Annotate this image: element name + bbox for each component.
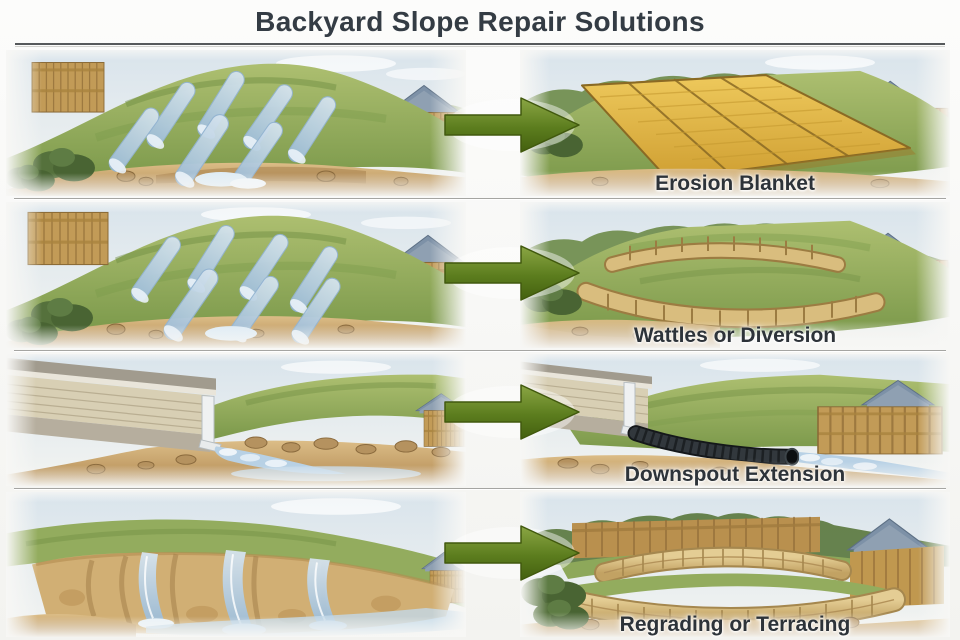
blanket-texture	[599, 85, 881, 161]
solution-label: Wattles or Diversion	[633, 324, 837, 347]
before-panel	[6, 50, 466, 196]
erosion-blanket-illustration	[520, 50, 950, 196]
grassy-slope	[6, 215, 466, 337]
downspout-extension-illustration	[520, 354, 950, 486]
solution-row-downspout-extension: Downspout Extension	[0, 351, 960, 489]
grassy-slope	[196, 374, 466, 441]
roof-eave	[520, 361, 652, 387]
after-panel	[520, 50, 950, 196]
straw-wattle-rows	[576, 236, 886, 329]
title-rule	[15, 43, 945, 47]
foundation	[6, 414, 210, 453]
fascia	[6, 369, 216, 396]
solution-label: Regrading or Terracing	[619, 613, 851, 636]
row-divider	[14, 350, 946, 351]
fascia	[520, 369, 652, 389]
house	[6, 357, 216, 453]
solution-row-regrading-or-terracing: Regrading or Terracing	[0, 489, 960, 640]
straw-wattles-illustration	[520, 202, 950, 348]
gullied-slope-illustration	[6, 492, 466, 637]
eroded-slope-illustration	[6, 50, 466, 196]
solution-label: Erosion Blanket	[655, 172, 815, 195]
before-after-arrow-icon	[444, 93, 582, 157]
header: Backyard Slope Repair Solutions	[0, 0, 960, 47]
page-title: Backyard Slope Repair Solutions	[255, 6, 705, 37]
before-panel	[6, 202, 466, 348]
solution-rows: Erosion Blanket	[0, 47, 960, 640]
solution-row-wattles-or-diversion: Wattles or Diversion	[0, 199, 960, 351]
after-panel	[520, 202, 950, 348]
eroded-slope-illustration	[6, 202, 466, 348]
before-after-arrow-icon	[444, 380, 582, 444]
before-panel	[6, 492, 466, 637]
solution-row-erosion-blanket: Erosion Blanket	[0, 47, 960, 199]
blanket-seams	[627, 76, 850, 173]
left-fence	[31, 61, 105, 113]
after-panel	[520, 354, 950, 486]
before-panel	[6, 354, 466, 486]
row-divider	[14, 488, 946, 489]
before-after-arrow-icon	[444, 521, 582, 585]
downspout-erosion-illustration	[6, 354, 466, 486]
row-divider	[14, 198, 946, 199]
solution-label: Downspout Extension	[624, 463, 846, 486]
middle-terrace-grass	[564, 573, 888, 602]
upper-retaining-wall	[594, 546, 852, 584]
roof-eave	[6, 357, 216, 392]
after-panel	[520, 492, 950, 637]
before-after-arrow-icon	[444, 241, 582, 305]
grass-crest	[6, 519, 466, 608]
terraced-slope-illustration	[520, 492, 950, 637]
corrugated-extension-pipe	[627, 425, 800, 466]
